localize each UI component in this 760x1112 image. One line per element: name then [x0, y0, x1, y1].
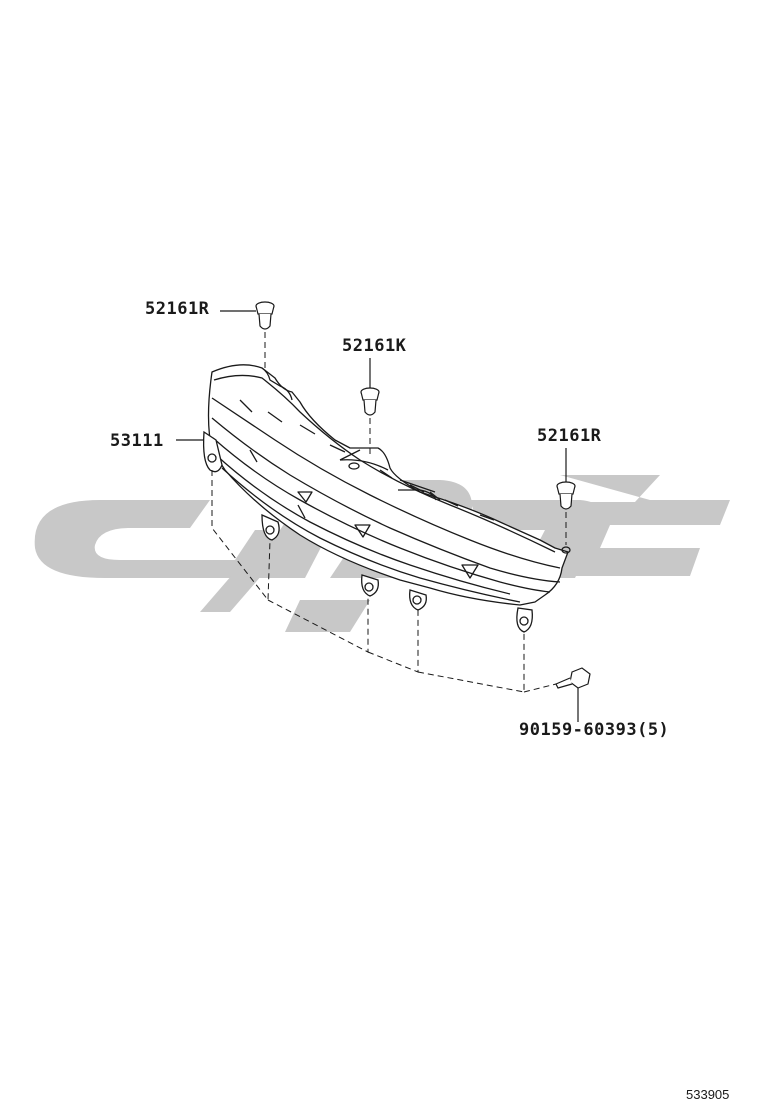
grille-panel-drawing	[207, 364, 571, 606]
clip-52161r-right	[556, 481, 576, 510]
callout-53111: 53111	[110, 431, 164, 451]
callout-52161r-right: 52161R	[537, 426, 602, 446]
leader-lines	[176, 310, 579, 722]
clip-52161r-left	[255, 301, 275, 330]
reference-code: 533905	[686, 1087, 730, 1102]
assembly-dashed-lines	[211, 332, 567, 693]
mounting-tabs	[202, 430, 533, 633]
bolt-90159-60393	[555, 667, 591, 689]
callout-90159-60393: 90159-60393(5)	[519, 720, 670, 740]
callout-52161k: 52161K	[342, 336, 407, 356]
callout-52161r-top-left: 52161R	[145, 299, 210, 319]
clip-52161k-center	[360, 387, 380, 416]
